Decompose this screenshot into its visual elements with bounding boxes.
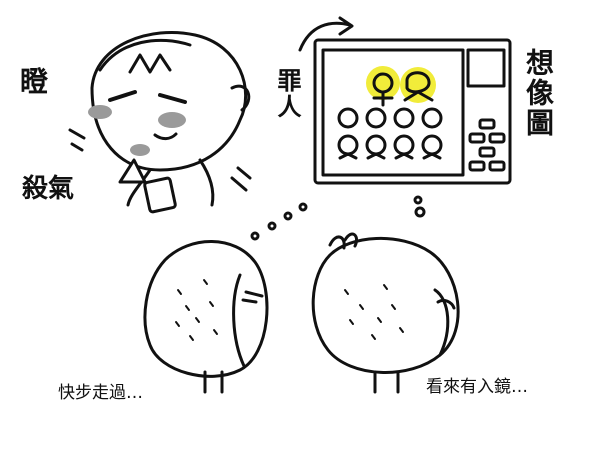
pointing-arrow — [298, 21, 352, 52]
criminal-label: 罪人 — [273, 68, 301, 120]
caption-right: 看來有入鏡… — [426, 377, 528, 397]
glare-label: 瞪 — [20, 65, 49, 98]
thought-dots — [250, 195, 426, 241]
imagined-photo-label: 想像圖 — [522, 48, 555, 138]
imagined-photo — [313, 38, 512, 185]
killing-aura-label: 殺氣 — [22, 174, 75, 204]
right-bird — [311, 232, 460, 394]
left-bird — [143, 240, 269, 394]
glaring-person — [68, 30, 252, 214]
caption-left: 快步走過… — [58, 383, 143, 403]
